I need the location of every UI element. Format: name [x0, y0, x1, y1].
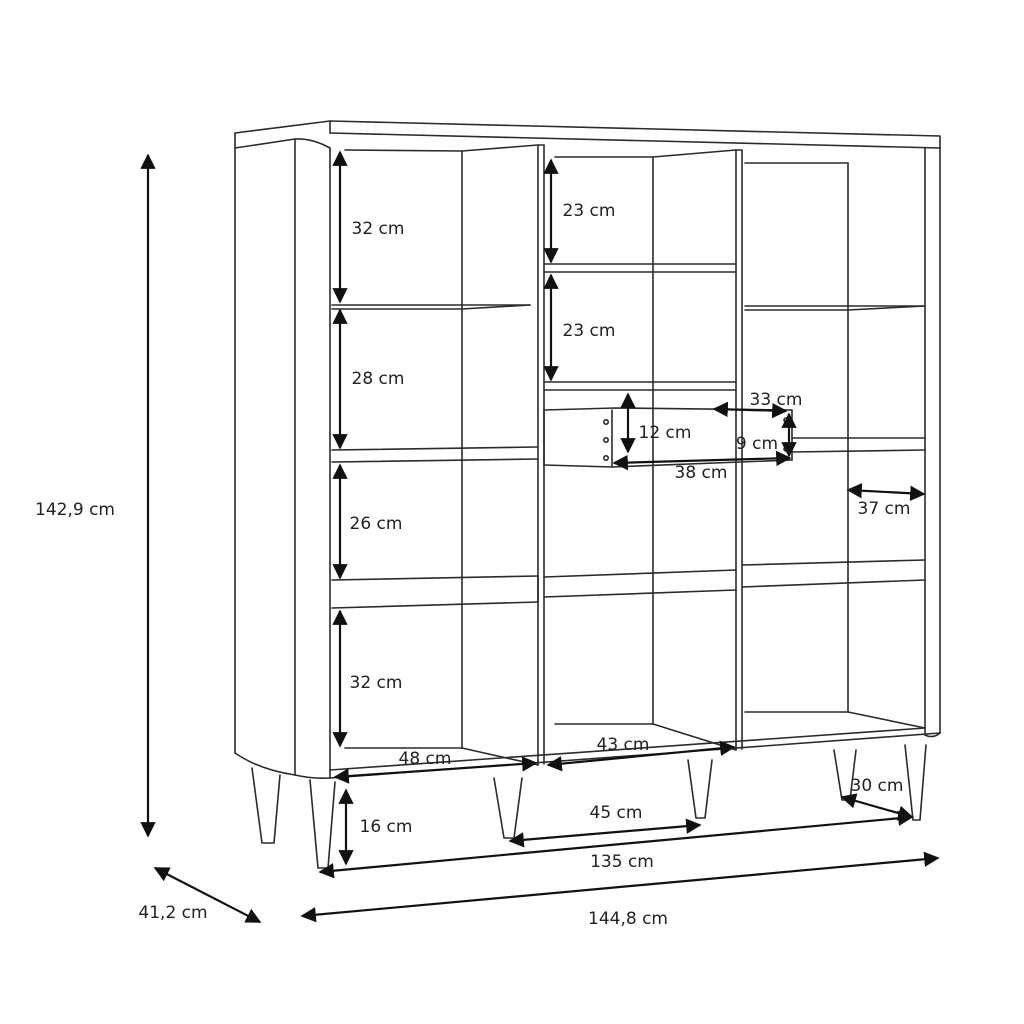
- dimension-arrows: [140, 150, 940, 923]
- divider-center-right: [652, 149, 743, 751]
- label-left-shelf-1: 32 cm: [352, 219, 405, 239]
- label-center-depth: 43 cm: [597, 735, 650, 755]
- label-overall-height: 142,9 cm: [35, 500, 115, 520]
- divider-left-center: [461, 144, 545, 766]
- label-depth: 41,2 cm: [138, 903, 207, 923]
- arrow-leg-offset-right: [840, 793, 914, 821]
- label-drawer-inner-width: 33 cm: [750, 390, 803, 410]
- arrow-left-depth: [333, 756, 538, 784]
- label-overall-width: 144,8 cm: [588, 909, 668, 929]
- label-left-shelf-3: 26 cm: [350, 514, 403, 534]
- center-column-shelves: [543, 263, 737, 751]
- label-left-shelf-2: 28 cm: [352, 369, 405, 389]
- label-left-depth: 48 cm: [399, 749, 452, 769]
- label-drawer-width: 38 cm: [675, 463, 728, 483]
- arrow-drawer-inner-width: [712, 401, 788, 419]
- label-leg-span-center: 45 cm: [590, 803, 643, 823]
- top-board: [234, 120, 941, 149]
- leg-front-right: [904, 744, 927, 821]
- arrow-depth: [153, 867, 262, 923]
- leg-front-inner: [309, 779, 336, 869]
- arrow-leg-span-center: [508, 818, 702, 848]
- dimension-labels: 142,9 cm 41,2 cm 144,8 cm 135 cm 16 cm 4…: [35, 201, 910, 929]
- right-side-panel: [924, 147, 941, 738]
- left-side-panel: [234, 138, 331, 779]
- leg-center-right: [687, 759, 713, 819]
- label-leg-height: 16 cm: [360, 817, 413, 837]
- leg-center-left: [493, 777, 523, 839]
- left-column-shelves: [331, 304, 539, 766]
- arrow-right-shelf-depth: [846, 483, 926, 501]
- label-right-shelf-depth: 37 cm: [858, 499, 911, 519]
- back-panels: [344, 149, 849, 749]
- label-center-shelf-1: 23 cm: [563, 201, 616, 221]
- label-leg-offset-right: 30 cm: [851, 776, 904, 796]
- label-drawer-inner-height: 9 cm: [736, 434, 778, 454]
- arrow-center-depth: [546, 740, 736, 772]
- label-center-shelf-2: 23 cm: [563, 321, 616, 341]
- arrow-drawer-width: [612, 450, 792, 471]
- label-left-shelf-4: 32 cm: [350, 673, 403, 693]
- right-column-shelves: [741, 305, 926, 729]
- leg-front-left: [251, 767, 281, 844]
- label-body-width: 135 cm: [590, 852, 654, 872]
- label-drawer-height: 12 cm: [639, 423, 692, 443]
